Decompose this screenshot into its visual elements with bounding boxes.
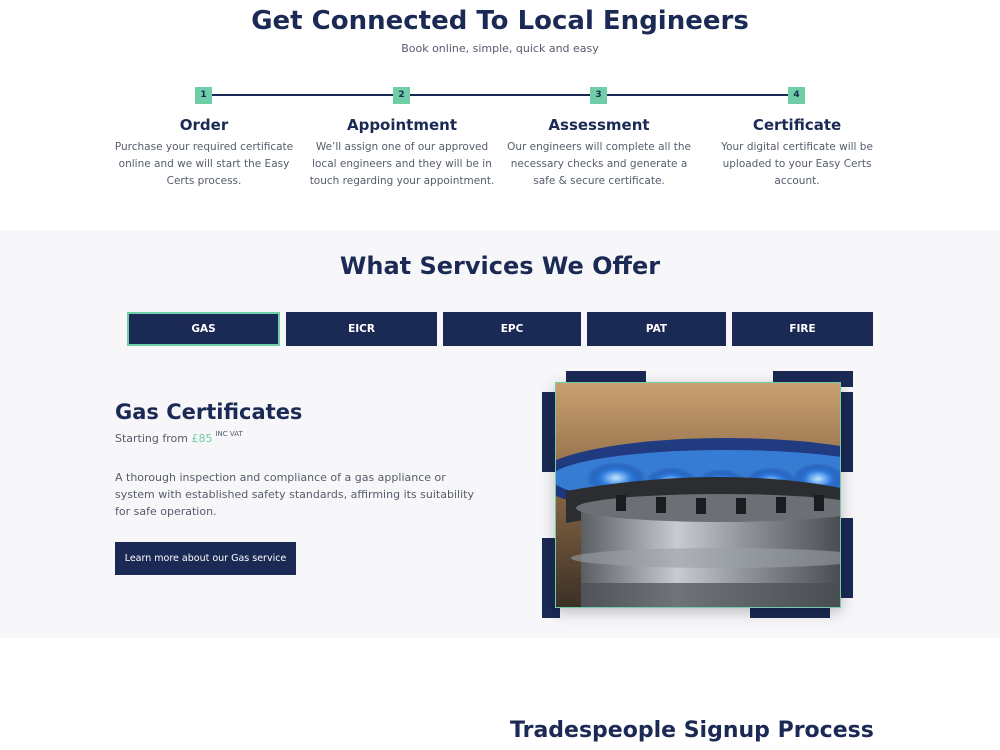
step-4-title: Certificate [752, 116, 842, 134]
gas-burner-image [555, 382, 841, 608]
step-3-description: Our engineers will complete all the nece… [507, 141, 691, 187]
step-3-title: Assessment [548, 116, 650, 134]
step-2-badge: 2 [393, 87, 410, 104]
step-2-title: Appointment [346, 116, 458, 134]
gas-flame-illustration [556, 383, 840, 607]
tab-eicr[interactable]: EICR [286, 312, 437, 346]
services-title: What Services We Offer [339, 252, 661, 280]
price-value: £85 [191, 432, 213, 445]
tab-pat[interactable]: PAT [587, 312, 726, 346]
how-it-works-section: Get Connected To Local Engineers Book on… [0, 0, 1000, 230]
step-1-description: Purchase your required certificate onlin… [114, 141, 294, 187]
step-4-badge: 4 [788, 87, 805, 104]
steps-connector-line [204, 94, 796, 96]
learn-more-button[interactable]: Learn more about our Gas service [115, 542, 296, 575]
step-2-description: We’ll assign one of our approved local e… [309, 141, 495, 187]
step-4-description: Your digital certificate will be uploade… [721, 141, 873, 187]
signup-section-title: Tradespeople Signup Process [510, 718, 874, 743]
page-title: Get Connected To Local Engineers [251, 6, 749, 36]
services-section: What Services We Offer GAS EICR EPC PAT … [0, 230, 1000, 638]
tab-gas[interactable]: GAS [127, 312, 280, 346]
tab-epc[interactable]: EPC [443, 312, 581, 346]
step-1-title: Order [179, 116, 229, 134]
service-title: Gas Certificates [115, 400, 303, 424]
step-3-badge: 3 [590, 87, 607, 104]
step-1-badge: 1 [195, 87, 212, 104]
tab-fire[interactable]: FIRE [732, 312, 873, 346]
page-subtitle: Book online, simple, quick and easy [401, 42, 599, 55]
service-description: A thorough inspection and compliance of … [115, 471, 474, 518]
price-vat-note: INC VAT [215, 430, 243, 438]
price-prefix: Starting from [115, 432, 188, 445]
